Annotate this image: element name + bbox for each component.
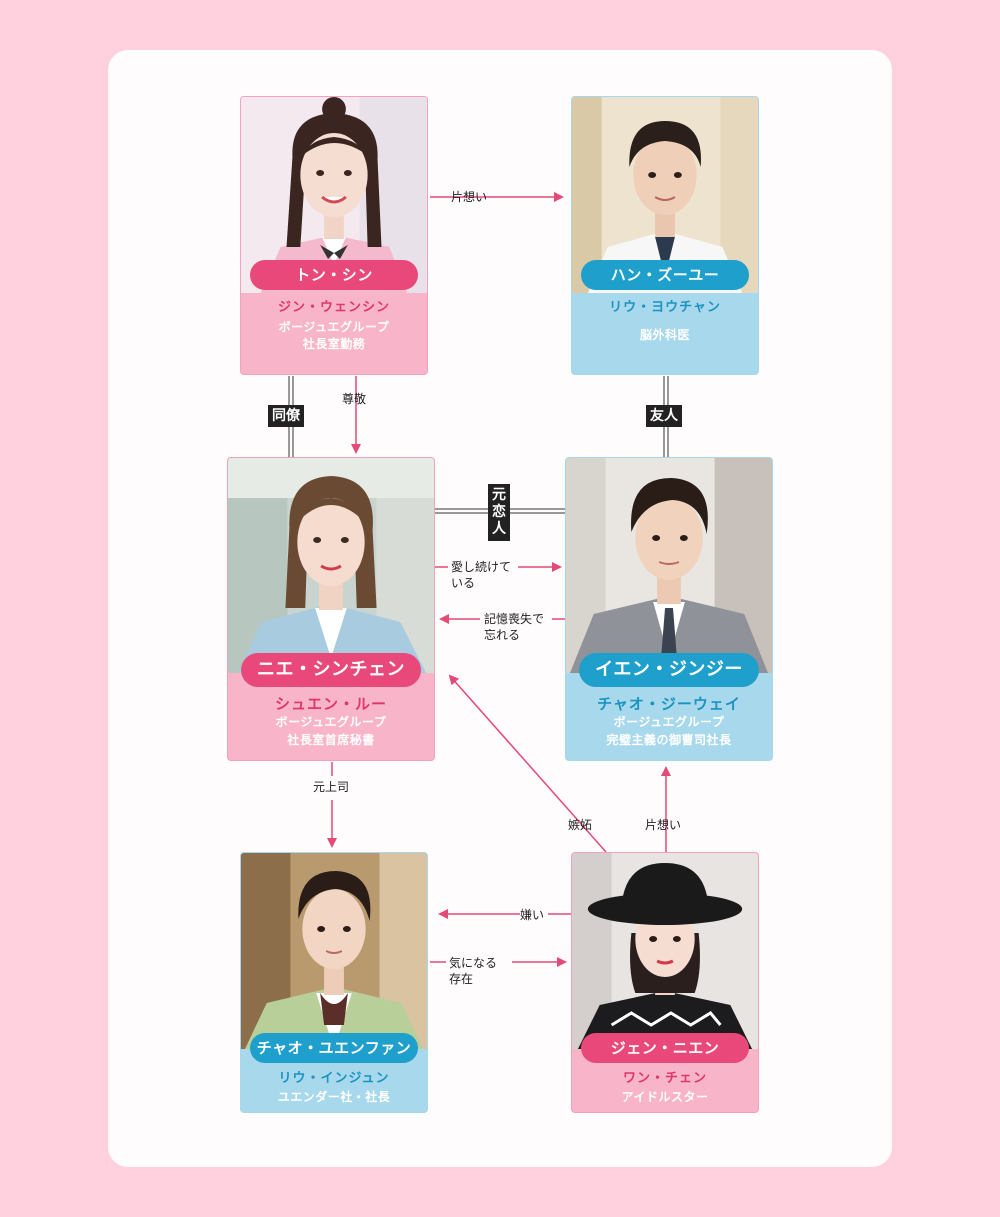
role-nie-shinchen-2: 社長室首席秘書	[287, 733, 375, 747]
card-ton-shin[interactable]: トン・シン ジン・ウェンシン ボージュエグループ 社長室勤務	[240, 96, 428, 375]
name-ton-shin: トン・シン	[250, 260, 418, 290]
relation-label-sonkei: 尊敬	[342, 392, 367, 406]
actor-han-zuyu: リウ・ヨウチャン	[609, 300, 721, 315]
role-ton-shin-1: ボージュエグループ	[278, 320, 390, 334]
arrow-jen-to-nie	[448, 674, 607, 853]
actor-nie-shinchen: シュエン・ルー	[274, 695, 387, 713]
card-ien-jinji[interactable]: イエン・ジンジー チャオ・ジーウェイ ボージュエグループ 完璧主義の御曹司社長	[565, 457, 773, 761]
relation-tag-motokoibito-text: 元恋人	[492, 487, 506, 537]
relation-label-motojoushi: 元上司	[313, 780, 350, 794]
actor-chao-yuenfan: リウ・インジュン	[278, 1071, 390, 1086]
role-ien-jinji-2: 完璧主義の御曹司社長	[606, 733, 732, 747]
relation-label-kataomoi-ton-han: 片想い	[451, 190, 488, 204]
relation-label-kininaru-line1: 気になる	[449, 956, 498, 970]
role-jen-nien-1: アイドルスター	[621, 1090, 709, 1104]
actor-ton-shin: ジン・ウェンシン	[277, 300, 390, 315]
card-han-zuyu[interactable]: ハン・ズーユー リウ・ヨウチャン 脳外科医	[571, 96, 759, 375]
relation-label-aishi-line2: いる	[451, 576, 476, 590]
actor-jen-nien: ワン・チェン	[622, 1071, 707, 1086]
name-chao-yuenfan: チャオ・ユエンファン	[250, 1033, 418, 1063]
card-chao-yuenfan[interactable]: チャオ・ユエンファン リウ・インジュン ユエンダー社・社長	[240, 852, 428, 1113]
relation-label-kioku-line1: 記憶喪失で	[484, 612, 545, 626]
name-ien-jinji: イエン・ジンジー	[579, 653, 759, 687]
name-jen-nien: ジェン・ニエン	[581, 1033, 749, 1063]
relation-label-kioku-line2: 忘れる	[484, 628, 521, 642]
actor-ien-jinji: チャオ・ジーウェイ	[597, 695, 741, 713]
card-jen-nien[interactable]: ジェン・ニエン ワン・チェン アイドルスター	[571, 852, 759, 1113]
role-han-zuyu-1: 脳外科医	[639, 328, 690, 342]
relation-label-kininaru-line2: 存在	[449, 972, 474, 986]
relation-label-kininaru: 気になる 存在	[449, 955, 497, 987]
photo-chao-yuenfan	[241, 853, 427, 1049]
relation-label-aishi: 愛し続けて いる	[451, 559, 511, 591]
name-nie-shinchen: ニエ・シンチェン	[241, 653, 421, 687]
photo-nie-shinchen	[228, 458, 434, 673]
card-nie-shinchen[interactable]: ニエ・シンチェン シュエン・ルー ボージュエグループ 社長室首席秘書	[227, 457, 435, 761]
relation-label-kirai: 嫌い	[520, 908, 545, 922]
photo-jen-nien	[572, 853, 758, 1049]
photo-ien-jinji	[566, 458, 772, 673]
role-ien-jinji-1: ボージュエグループ	[613, 715, 725, 729]
relation-label-kataomoi-jen-ien: 片想い	[645, 818, 682, 832]
relation-label-shitto: 嫉妬	[568, 818, 593, 832]
role-nie-shinchen-1: ボージュエグループ	[275, 715, 387, 729]
relation-tag-yuujin: 友人	[646, 405, 682, 427]
relation-label-aishi-line1: 愛し続けて	[451, 560, 512, 574]
name-han-zuyu: ハン・ズーユー	[581, 260, 749, 290]
relation-label-kioku: 記憶喪失で 忘れる	[484, 611, 544, 643]
role-chao-yuenfan-1: ユエンダー社・社長	[277, 1090, 391, 1104]
relation-tag-motokoibito: 元恋人	[488, 484, 510, 541]
relation-tag-douryou: 同僚	[268, 405, 304, 427]
role-ton-shin-2: 社長室勤務	[302, 337, 366, 351]
